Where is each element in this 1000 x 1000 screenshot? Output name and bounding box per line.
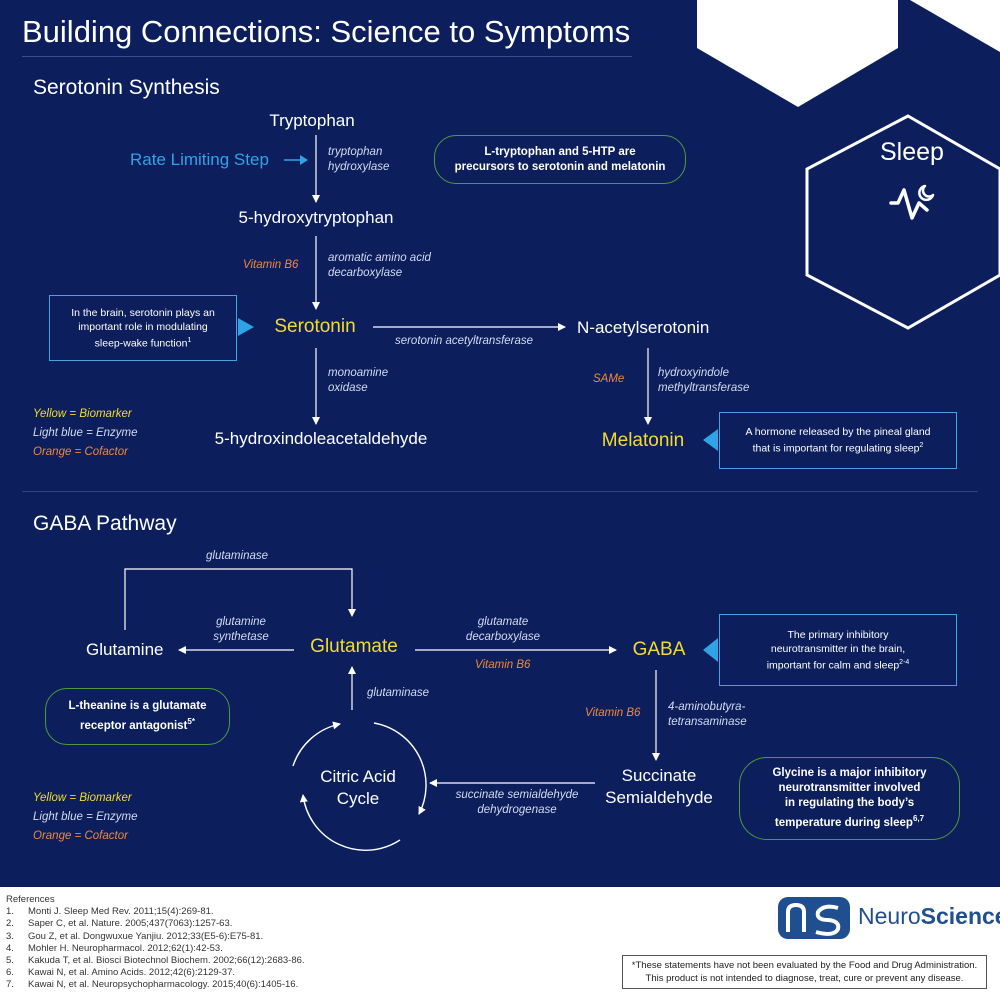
cofactor-vitamin-b6: Vitamin B6: [243, 259, 299, 271]
node-glutamine: Glutamine: [86, 640, 164, 659]
node-n-acetylserotonin: N-acetylserotonin: [577, 318, 710, 337]
section-title-gaba: GABA Pathway: [33, 512, 177, 535]
corner-hexagon: [910, 0, 1000, 52]
cofactor-same: SAMe: [593, 373, 625, 385]
note-pointer-serotonin: [238, 318, 254, 336]
main-panel: [0, 0, 1000, 887]
note-serotonin-brain: In the brain, serotonin plays an importa…: [49, 295, 237, 361]
fda-disclaimer: *These statements have not been evaluate…: [622, 955, 987, 989]
node-tryptophan: Tryptophan: [269, 111, 355, 130]
neuroscience-logo-mark: [778, 897, 850, 939]
enzyme-glutaminase-top: glutaminase: [205, 550, 269, 562]
legend-gaba: Yellow = Biomarker Light blue = Enzyme O…: [33, 792, 138, 842]
brand-name: NeuroScienceTM: [858, 903, 1000, 929]
node-5-hydroxindoleacetaldehyde: 5-hydroxindoleacetaldehyde: [214, 429, 428, 448]
title-divider: [22, 56, 632, 57]
node-glutamate: Glutamate: [310, 636, 398, 657]
sleep-pulse-moon-icon: [889, 184, 935, 220]
rate-limiting-label: Rate Limiting Step: [130, 150, 269, 169]
note-pointer-gaba: [703, 638, 718, 662]
node-melatonin: Melatonin: [601, 430, 685, 451]
note-gaba: The primary inhibitory neurotransmitter …: [719, 614, 957, 686]
enzyme-aminobutyrate-transaminase: 4-aminobutyra-tetransaminase: [668, 701, 747, 728]
reference-item: 6.Kawai N, et al. Amino Acids. 2012;42(6…: [6, 967, 236, 979]
top-hexagon: [697, 0, 898, 107]
note-pointer-melatonin: [703, 429, 718, 451]
cofactor-vitamin-b6-gaba: Vitamin B6: [475, 659, 531, 671]
note-melatonin: A hormone released by the pineal gland t…: [719, 412, 957, 469]
reference-item: 2.Saper C, et al. Nature. 2005;437(7063)…: [6, 918, 233, 930]
enzyme-glutaminase-mid: glutaminase: [367, 687, 430, 699]
reference-item: 3.Gou Z, et al. Dongwuxue Yanjiu. 2012;3…: [6, 930, 264, 942]
reference-item: 7.Kawai N, et al. Neuropsychopharmacolog…: [6, 979, 299, 991]
pill-glycine: Glycine is a major inhibitory neurotrans…: [739, 757, 960, 840]
reference-item: 4.Mohler H. Neuropharmacol. 2012;62(1):4…: [6, 942, 223, 954]
section-title-serotonin: Serotonin Synthesis: [33, 76, 220, 99]
node-gaba: GABA: [632, 639, 686, 660]
enzyme-serotonin-acetyltransferase: serotonin acetyltransferase: [394, 335, 534, 347]
badge-label: Sleep: [880, 138, 944, 166]
citric-cycle-arrows: [292, 721, 427, 851]
reference-item: 1.Monti J. Sleep Med Rev. 2011;15(4):269…: [6, 906, 214, 918]
cofactor-vitamin-b6-transaminase: Vitamin B6: [585, 707, 641, 719]
references-heading: References: [6, 894, 55, 905]
node-5-hydroxytryptophan: 5-hydroxytryptophan: [238, 208, 394, 227]
badge-hexagon: [805, 114, 1000, 330]
section-divider: [22, 491, 978, 492]
reference-item: 5.Kakuda T, et al. Biosci Biotechnol Bio…: [6, 955, 305, 967]
references: References 1.Monti J. Sleep Med Rev. 201…: [6, 894, 305, 992]
legend-serotonin: Yellow = Biomarker Light blue = Enzyme O…: [33, 408, 138, 458]
page-title: Building Connections: Science to Symptom…: [22, 14, 631, 49]
node-serotonin: Serotonin: [274, 316, 356, 337]
